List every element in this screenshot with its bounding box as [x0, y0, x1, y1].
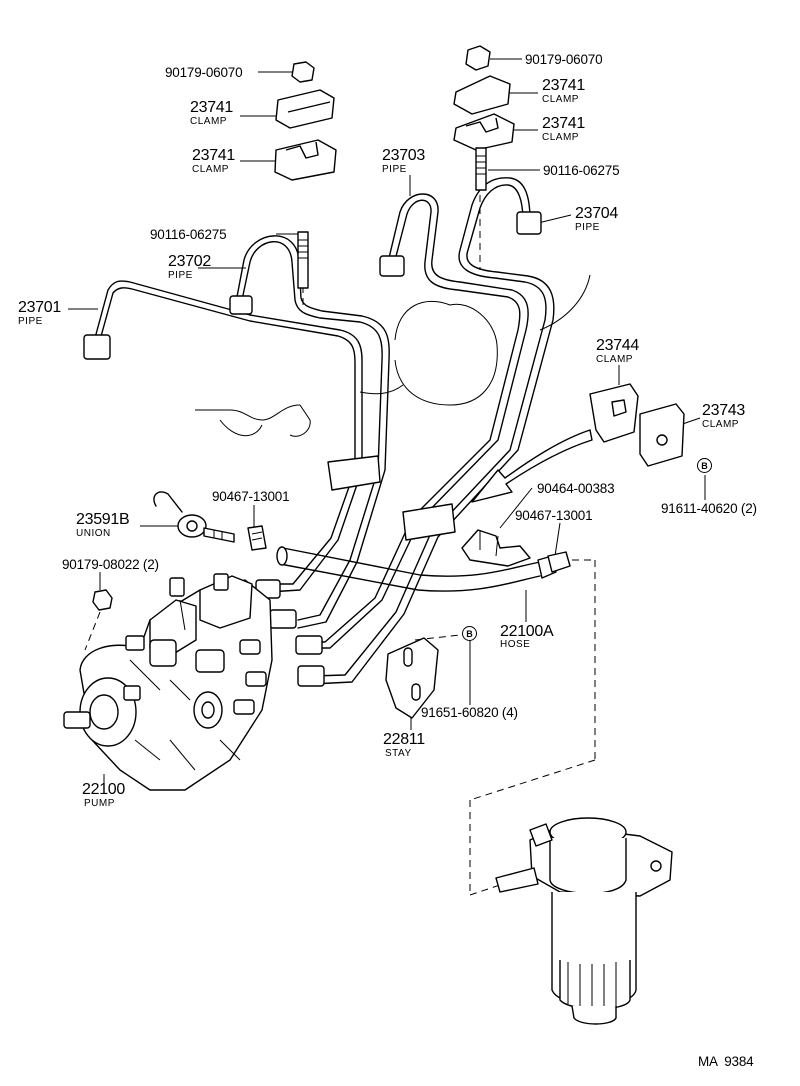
part-number: 23701 — [18, 299, 61, 316]
diagram-id: MA 9384 — [698, 1054, 754, 1069]
part-name: PIPE — [575, 222, 600, 233]
part-name: PUMP — [84, 798, 115, 809]
part-number: 23591B — [76, 511, 130, 528]
part-number: 90464-00383 — [537, 481, 615, 496]
part-number: 23741 — [192, 147, 235, 164]
part-name: CLAMP — [542, 94, 579, 105]
part-name: STAY — [385, 748, 412, 759]
part-number: 90116-06275 — [543, 163, 620, 178]
part-name: PIPE — [168, 270, 193, 281]
injection-pipes — [94, 177, 555, 685]
clip-left — [247, 525, 267, 551]
clamps-right — [589, 383, 685, 467]
clip-90464 — [461, 529, 531, 567]
part-number: 90179-06070 — [525, 52, 603, 67]
part-name: UNION — [76, 528, 111, 539]
part-number: 90116-06275 — [150, 227, 227, 242]
part-number: 23702 — [168, 253, 211, 270]
part-number: 91651-60820 (4) — [421, 705, 518, 720]
nut-and-clamps-top-right — [453, 45, 515, 191]
part-number: 23741 — [542, 77, 585, 94]
part-name: PIPE — [382, 164, 407, 175]
part-name: CLAMP — [596, 354, 633, 365]
direction-arrow — [471, 429, 593, 503]
bundle-clamps — [327, 455, 456, 541]
badge-b: B — [697, 458, 712, 473]
badge-b: B — [462, 626, 477, 641]
pipe-nuts — [83, 211, 542, 687]
part-name: HOSE — [500, 639, 531, 650]
part-number: 22100A — [500, 623, 554, 640]
part-name: CLAMP — [192, 164, 229, 175]
engine-outline — [195, 274, 591, 437]
stud-left — [297, 231, 309, 289]
part-number: 23704 — [575, 205, 618, 222]
hose — [276, 546, 571, 592]
part-number: 23744 — [596, 337, 639, 354]
part-name: CLAMP — [190, 116, 227, 127]
part-name: PIPE — [18, 316, 43, 327]
part-number: 22811 — [383, 731, 425, 748]
nut-and-clamps-top-left — [274, 61, 337, 181]
part-number: 23741 — [190, 99, 233, 116]
part-number: 90467-13001 — [515, 508, 593, 523]
part-name: CLAMP — [702, 419, 739, 430]
part-number: 90467-13001 — [212, 489, 290, 504]
fuel-filter — [495, 817, 673, 1025]
part-number: 90179-06070 — [165, 65, 243, 80]
part-name: CLAMP — [542, 132, 579, 143]
part-number: 90179-08022 (2) — [62, 557, 159, 572]
part-number: 23743 — [702, 402, 745, 419]
stay — [385, 637, 439, 719]
pump — [63, 573, 273, 791]
nut-small — [92, 589, 113, 611]
part-number: 91611-40620 (2) — [661, 501, 757, 516]
part-number: 23741 — [542, 115, 585, 132]
part-number: 23703 — [382, 147, 425, 164]
union — [153, 491, 235, 543]
part-number: 22100 — [82, 781, 125, 798]
